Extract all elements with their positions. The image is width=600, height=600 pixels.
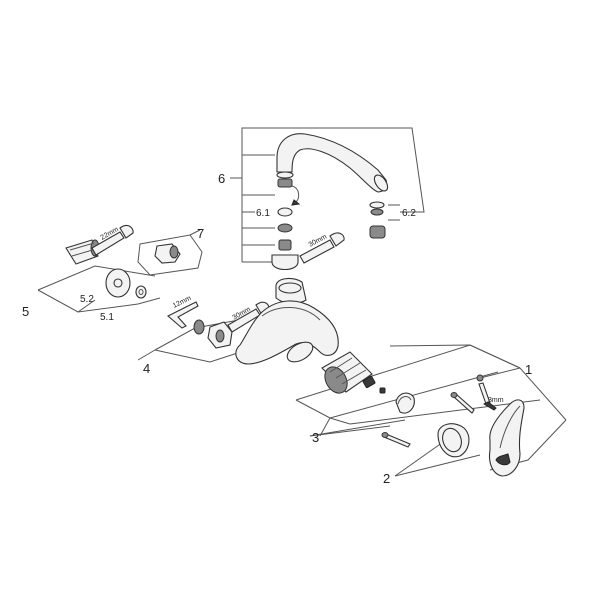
callout-7: 7 xyxy=(197,226,204,241)
part-5-eccentric: 22mm 5 5.2 5.1 xyxy=(22,224,161,323)
part-7-adapter: 7 xyxy=(137,226,204,276)
wrench-22mm: 22mm xyxy=(91,224,134,256)
callout-6: 6 xyxy=(218,171,225,186)
callout-2: 2 xyxy=(383,471,390,486)
o-ring-6-1 xyxy=(277,207,293,217)
aerator-washer xyxy=(370,208,384,216)
spout-washer xyxy=(277,223,293,233)
callout-1: 1 xyxy=(525,362,532,377)
part-3-cartridge: 3 xyxy=(295,344,541,448)
part-2-rosette: 2 xyxy=(383,423,481,486)
aerator-ring xyxy=(369,201,385,209)
mixer-body xyxy=(235,277,339,365)
spout-tube xyxy=(276,133,388,193)
washer-5-1 xyxy=(135,285,147,299)
hex-key-3mm-label: 3mm xyxy=(488,397,504,404)
callout-3: 3 xyxy=(312,430,319,445)
spout-assembly: 30mm 6 6.1 6.2 xyxy=(218,127,425,271)
callout-6-1: 6.1 xyxy=(256,208,270,219)
spout-insert xyxy=(278,239,292,251)
callout-5-2: 5.2 xyxy=(80,294,94,305)
callout-6-2: 6.2 xyxy=(402,208,416,219)
spout-nut xyxy=(277,178,293,188)
spout-ball-joint xyxy=(271,254,299,271)
callout-5-1: 5.1 xyxy=(100,312,114,323)
aerator-insert xyxy=(369,225,386,239)
part-4-connection-nut: 12mm 30mm 4 xyxy=(137,295,270,376)
part-1-lever: 3mm 1 xyxy=(389,344,567,477)
callout-5: 5 xyxy=(22,304,29,319)
callout-4: 4 xyxy=(143,361,150,376)
wrench-30mm-top: 30mm xyxy=(299,232,345,264)
hex-key-12mm: 12mm xyxy=(167,295,199,329)
